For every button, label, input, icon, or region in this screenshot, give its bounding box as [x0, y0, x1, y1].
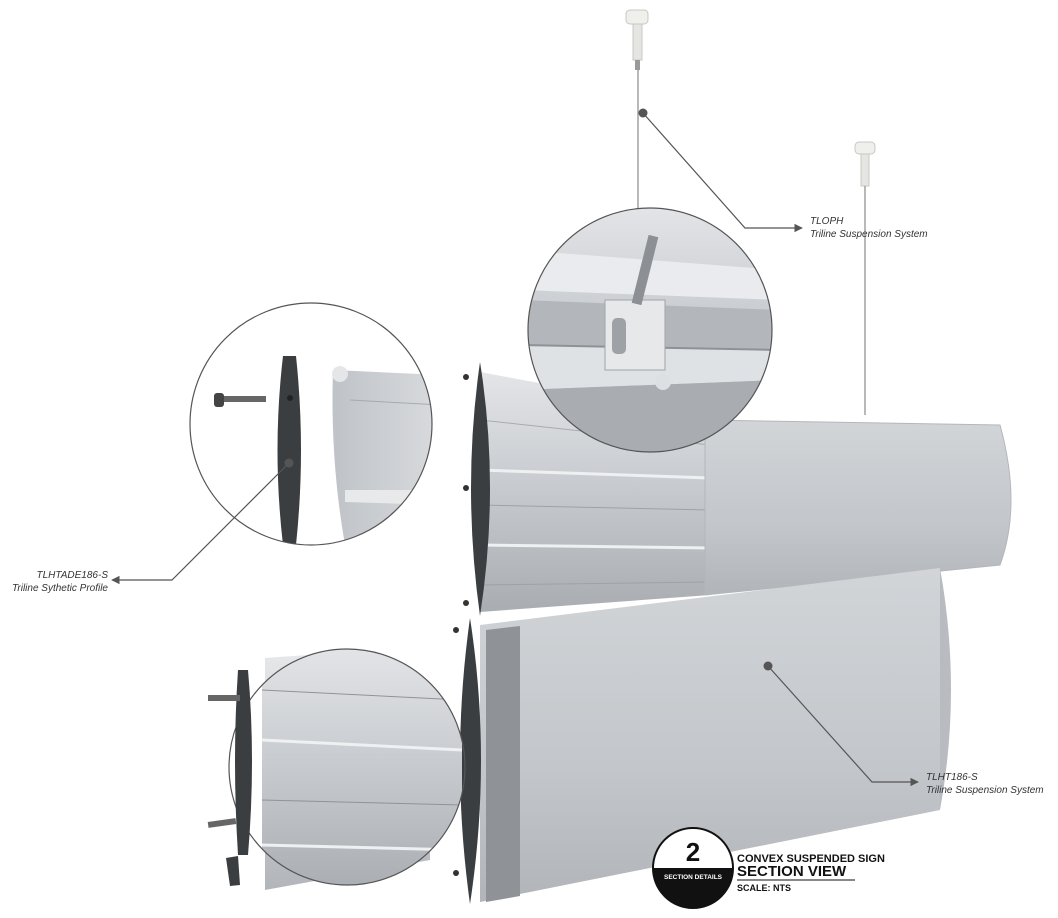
- title-line-3: SCALE: NTS: [737, 883, 791, 893]
- title-block: 2 SECTION DETAILS CONVEX SUSPENDED SIGN …: [652, 827, 885, 909]
- title-line-2: SECTION VIEW: [737, 863, 847, 880]
- lower-sign-profile: [453, 568, 951, 904]
- callout-tloph-code: TLOPH: [810, 216, 844, 227]
- leader-tloph: [642, 112, 803, 233]
- title-line-1: CONVEX SUSPENDED SIGN: [737, 853, 885, 865]
- suspension-hanger-right: [854, 141, 876, 415]
- callout-tlht-desc: Triline Suspension System: [926, 785, 1044, 796]
- leader-tlht: [767, 665, 919, 787]
- detail-circle-lower-joint: [207, 648, 466, 890]
- suspension-hanger-left: [625, 9, 649, 215]
- section-number: 2: [686, 837, 700, 867]
- upper-end-cap: [471, 362, 490, 616]
- leader-tlhtade: [111, 462, 290, 585]
- detail-circle-end-cap: [189, 302, 433, 546]
- callout-tlhtade-code: TLHTADE186-S: [36, 570, 108, 581]
- callout-tlhtade-desc: Triline Sythetic Profile: [12, 583, 108, 594]
- callout-tloph-desc: Triline Suspension System: [810, 229, 928, 240]
- callout-tlht-code: TLHT186-S: [926, 772, 978, 783]
- section-badge-label: SECTION DETAILS: [664, 874, 723, 881]
- detail-circle-suspension: [527, 207, 773, 453]
- lower-end-cap: [460, 618, 481, 904]
